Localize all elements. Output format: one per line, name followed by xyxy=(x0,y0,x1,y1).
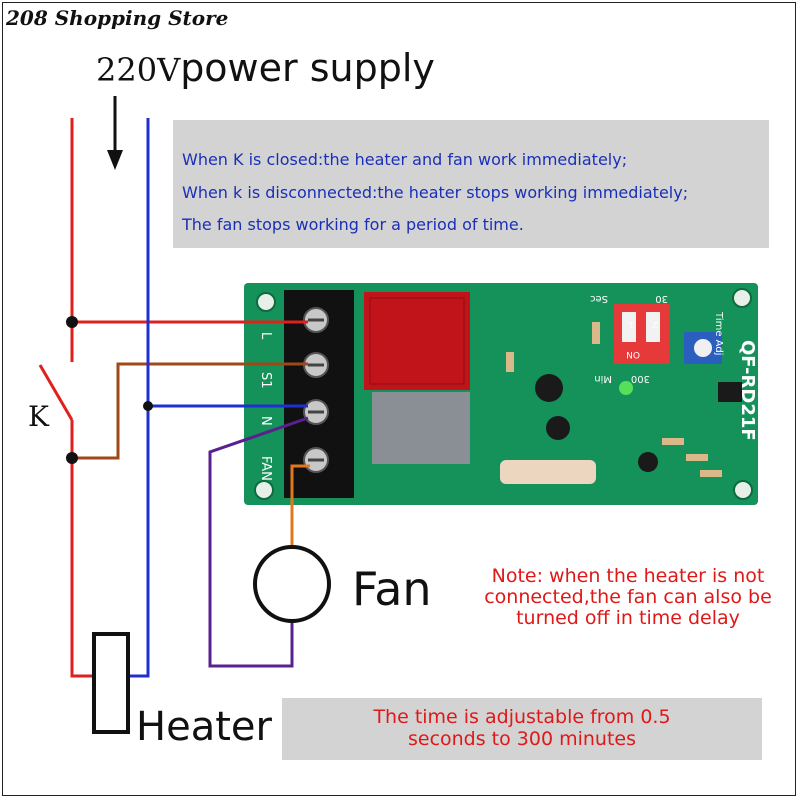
behavior-info-box: When K is closed:the heater and fan work… xyxy=(173,120,769,248)
fan-wire xyxy=(290,464,310,548)
power-supply-title: 220Vpower supply xyxy=(96,46,435,90)
junction-dot xyxy=(143,401,153,411)
relay xyxy=(364,292,470,390)
switch-label: K xyxy=(28,400,49,433)
switched-wire xyxy=(72,362,308,460)
terminal-label: FAN xyxy=(258,456,273,481)
dip-label-300: 300 xyxy=(631,373,650,384)
junction-dot xyxy=(66,316,78,328)
fan-label: Fan xyxy=(352,562,432,616)
fan-symbol-icon xyxy=(253,545,331,623)
dip-label-min: Min xyxy=(594,373,612,384)
note-line: turned off in time delay xyxy=(516,607,740,629)
note-line: Note: when the heater is not xyxy=(491,565,765,587)
dip-label-on: ON xyxy=(626,349,640,359)
dip-label-30: 30 xyxy=(655,293,668,304)
fan-return-wire xyxy=(208,416,309,668)
supply-label: power supply xyxy=(180,46,435,90)
dip-label-1: 1 xyxy=(628,319,634,329)
terminal-screw-icon xyxy=(303,447,329,473)
terminal-screw-icon xyxy=(303,399,329,425)
dip-label-2: 2 xyxy=(652,319,658,329)
heater-symbol-icon xyxy=(92,632,130,734)
terminal-label: N xyxy=(258,416,273,426)
neutral-wire xyxy=(128,118,150,678)
store-name: 208 Shopping Store xyxy=(6,6,229,30)
relay-board: L S1 N FAN QF-RD21F Time Adj Sec 30 Min … xyxy=(244,283,758,505)
supply-voltage: 220V xyxy=(96,51,181,89)
transformer xyxy=(372,392,470,464)
time-line: The time is adjustable from 0.5 xyxy=(373,706,671,728)
power-resistor xyxy=(500,460,596,484)
heater-label: Heater xyxy=(136,704,272,750)
note-line: connected,the fan can also be xyxy=(484,586,772,608)
time-line: seconds to 300 minutes xyxy=(407,728,637,750)
note-text: Note: when the heater is not connected,t… xyxy=(458,566,798,629)
terminal-label: S1 xyxy=(258,372,273,389)
board-model: QF-RD21F xyxy=(737,340,758,441)
terminal-label: L xyxy=(258,332,273,340)
switch-k xyxy=(38,364,74,421)
supply-arrow-icon xyxy=(107,96,123,170)
time-adj-label: Time Adj xyxy=(713,311,724,355)
info-line: When k is disconnected:the heater stops … xyxy=(182,183,689,202)
live-wire xyxy=(70,458,96,678)
info-line: The fan stops working for a period of ti… xyxy=(182,215,524,234)
terminal-screw-icon xyxy=(303,307,329,333)
wires xyxy=(38,118,310,678)
junction-dot xyxy=(66,452,78,464)
time-range-box: The time is adjustable from 0.5 seconds … xyxy=(282,698,762,760)
dip-label-sec: Sec xyxy=(590,293,608,304)
info-line: When K is closed:the heater and fan work… xyxy=(182,150,628,169)
